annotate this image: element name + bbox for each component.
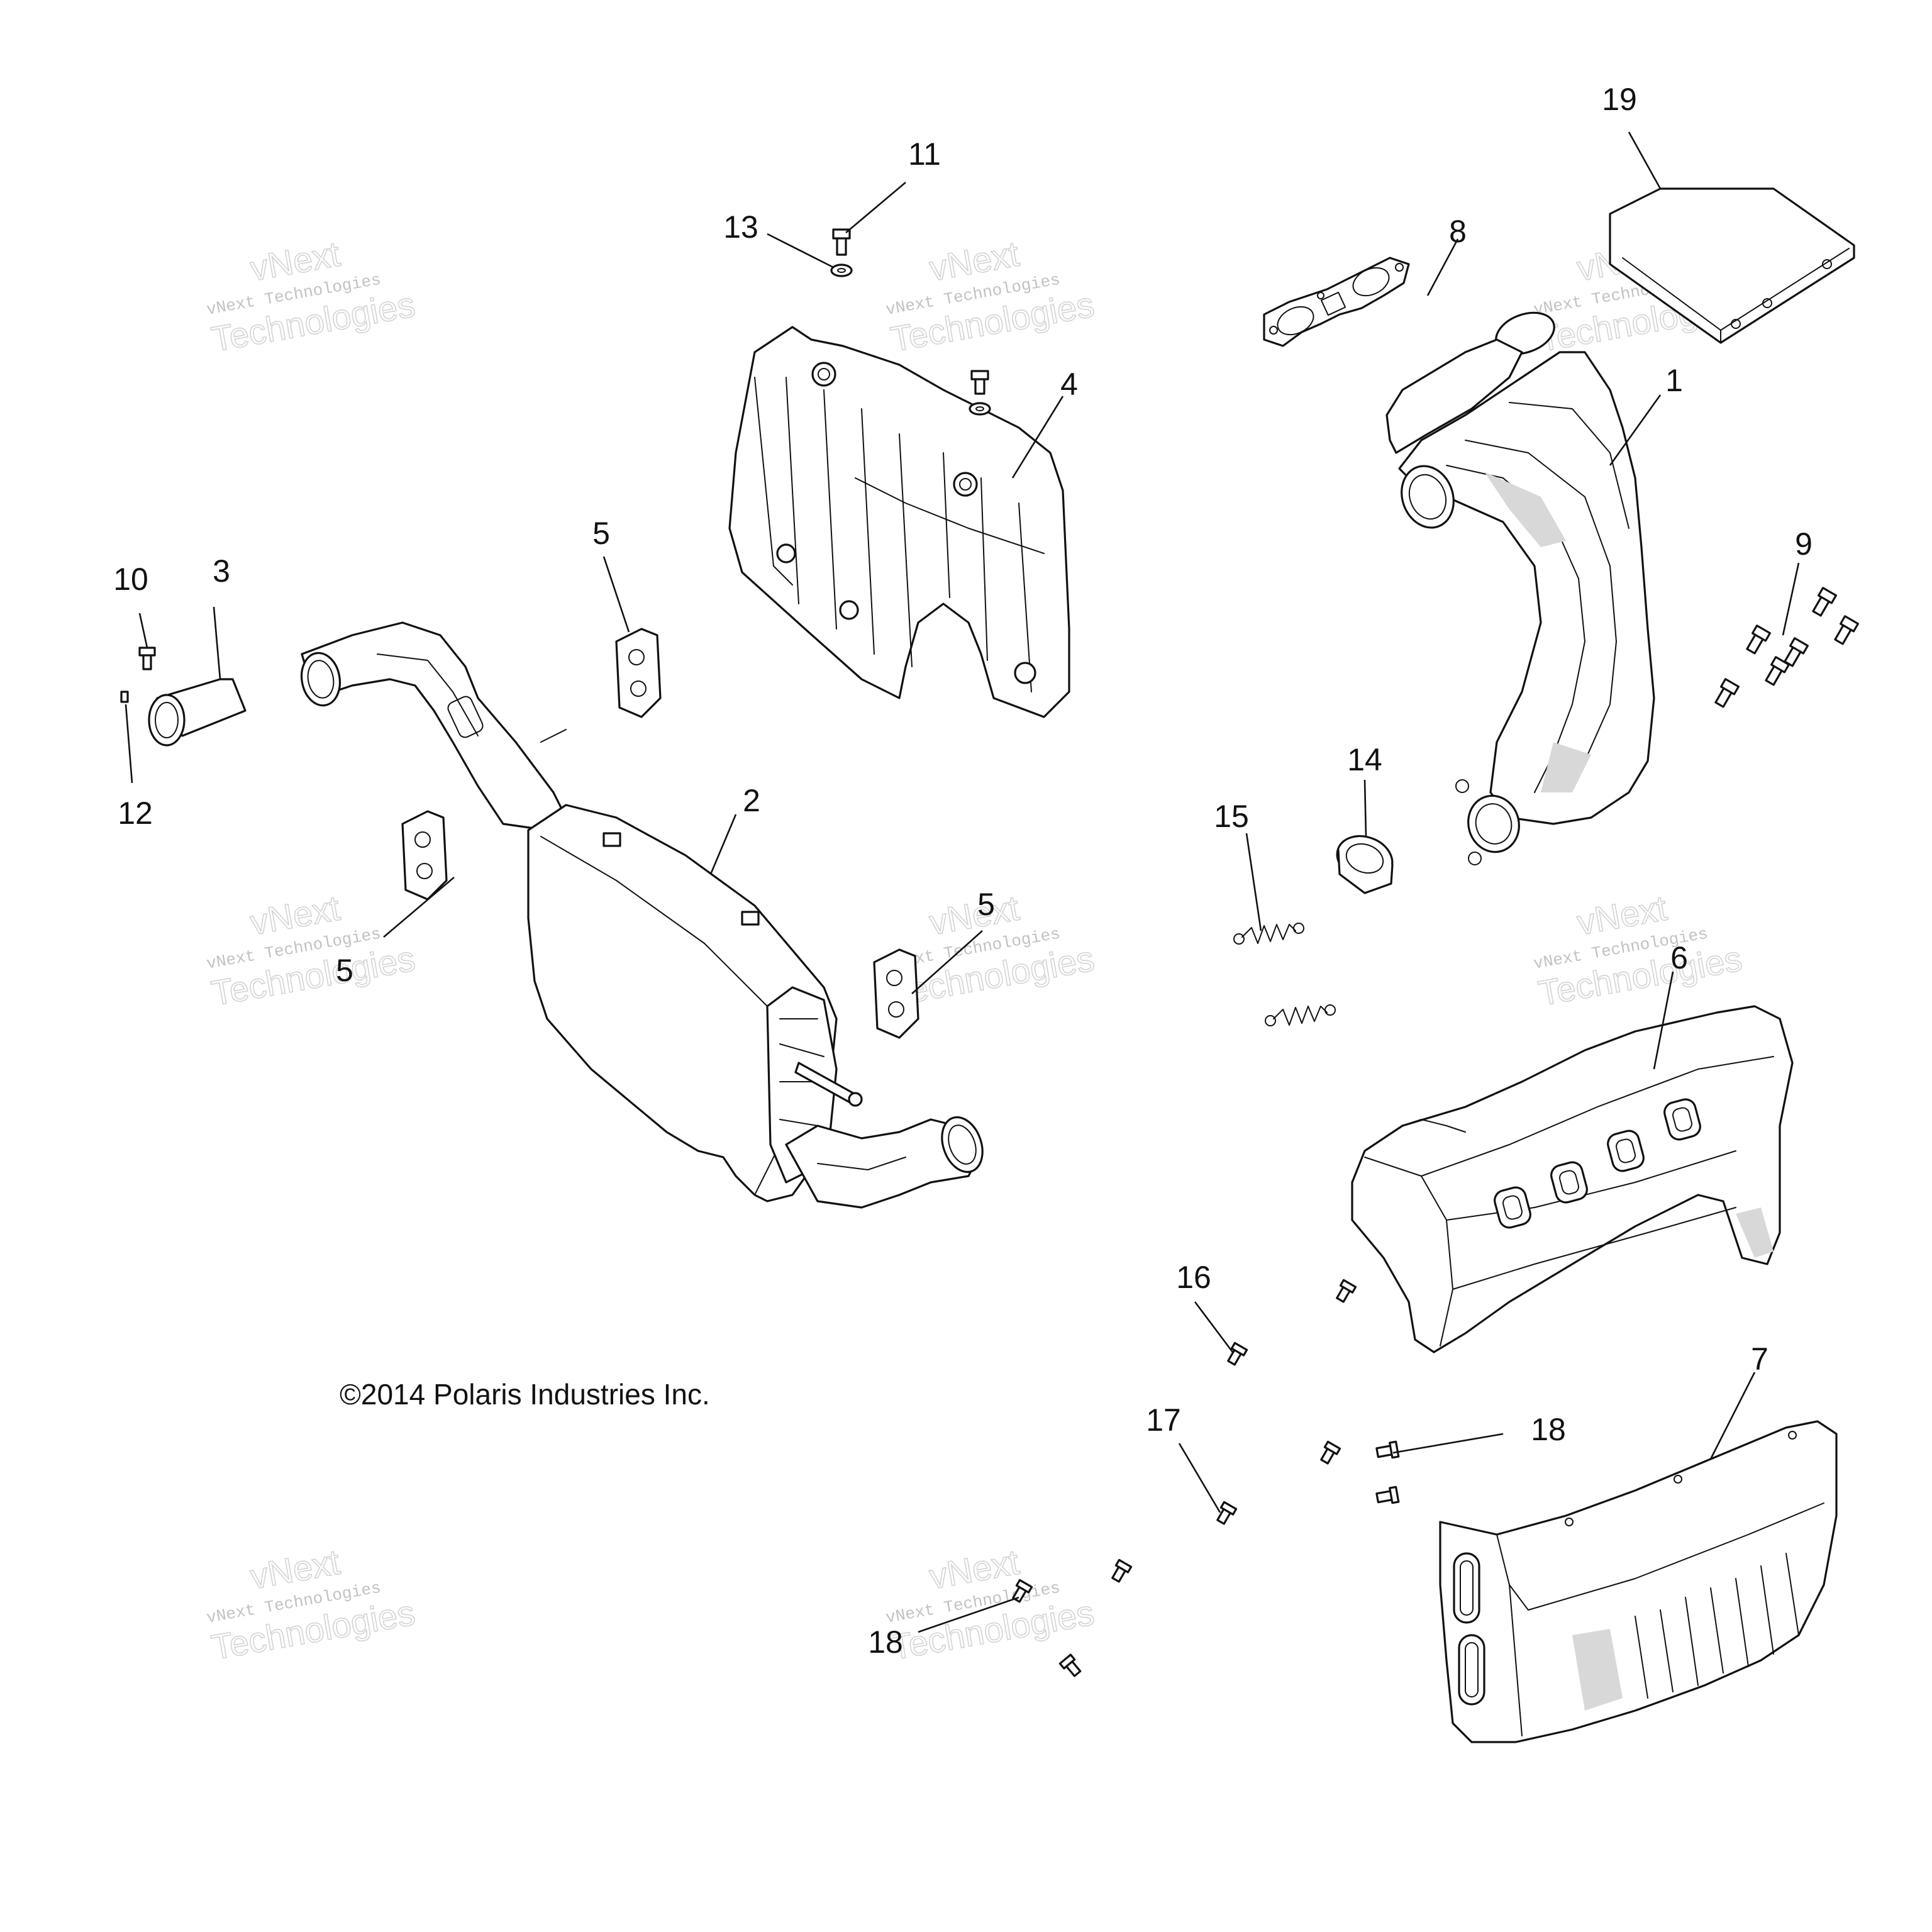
callout-4: 4	[1060, 367, 1078, 402]
callout-5-left: 5	[336, 953, 353, 988]
part-15-spring	[1265, 1004, 1336, 1026]
part-18-fastener	[1012, 1440, 1400, 1677]
callout-9: 9	[1795, 526, 1813, 562]
callout-7: 7	[1751, 1341, 1768, 1377]
callout-6: 6	[1670, 940, 1688, 975]
part-11-bolt	[832, 228, 989, 395]
watermark: vNext vNext Technologies Technologies	[205, 233, 418, 360]
callout-16: 16	[1176, 1260, 1211, 1295]
part-5-isolator	[873, 948, 919, 1039]
leader-lines	[125, 131, 1800, 1633]
watermark: vNext vNext Technologies Technologies	[884, 1541, 1097, 1668]
part-12-screw	[120, 691, 129, 703]
watermark: vNext vNext Technologies Technologies	[205, 1541, 418, 1668]
callout-18-right: 18	[1531, 1412, 1566, 1447]
part-1-exhaust-header	[1385, 311, 1655, 865]
callout-11: 11	[908, 136, 941, 172]
callout-14: 14	[1347, 742, 1382, 777]
callout-8: 8	[1449, 214, 1467, 249]
part-8-gasket	[1263, 257, 1410, 347]
callout-10: 10	[113, 562, 148, 597]
callout-5-right: 5	[977, 887, 995, 922]
part-2-muffler	[300, 621, 984, 1209]
part-4-upper-heat-shield	[728, 326, 1070, 718]
part-14-clamp-ring	[1336, 835, 1394, 894]
copyright-text: ©2014 Polaris Industries Inc.	[340, 1378, 710, 1411]
callout-2: 2	[743, 783, 760, 818]
callout-13: 13	[723, 209, 758, 245]
callout-15: 15	[1214, 799, 1249, 834]
watermark: vNext vNext Technologies Technologies	[884, 233, 1097, 360]
watermark: vNext vNext Technologies Technologies	[205, 887, 418, 1014]
callout-1: 1	[1665, 363, 1683, 398]
callout-17: 17	[1146, 1402, 1181, 1438]
part-5-isolator	[401, 810, 448, 901]
watermark: vNext vNext Technologies Technologies	[1532, 887, 1745, 1014]
callout-19: 19	[1602, 82, 1637, 117]
part-9-bolts	[1714, 587, 1859, 708]
part-19-heat-shield-plate	[1609, 187, 1855, 344]
callout-3: 3	[213, 553, 230, 589]
callout-12: 12	[118, 796, 153, 831]
part-5-isolator	[615, 628, 662, 718]
callout-5-top: 5	[592, 516, 610, 551]
part-7-bottom-heat-shield	[1439, 1420, 1838, 1743]
part-15-spring	[1233, 923, 1304, 945]
part-6-lower-heat-shield	[1351, 1005, 1794, 1353]
part-3-tailpipe	[148, 678, 247, 747]
part-13-washer	[830, 264, 991, 416]
callout-18-left: 18	[868, 1624, 903, 1660]
part-16-fastener	[1227, 1279, 1357, 1366]
callouts: 19 8 1 9 4 11 13 5 5 5 2 3 10 12 14 15 6…	[113, 82, 1813, 1660]
part-17-fastener	[1111, 1440, 1341, 1583]
part-10-screw	[138, 647, 156, 670]
